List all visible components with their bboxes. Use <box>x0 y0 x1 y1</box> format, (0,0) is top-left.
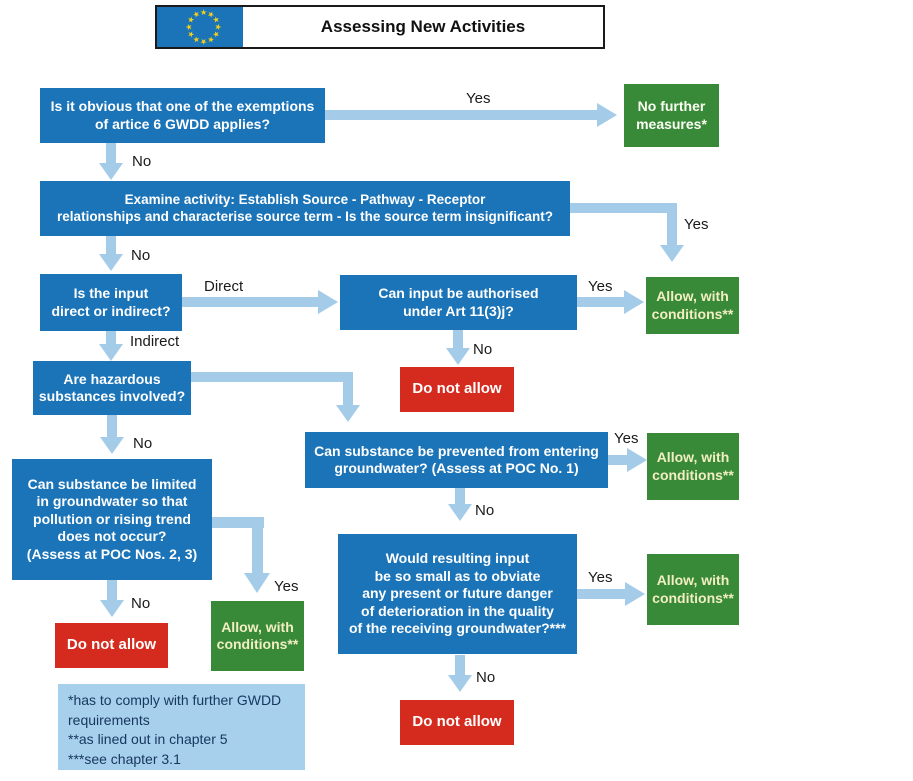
node-resulting-input-small: Would resulting input be so small as to … <box>338 534 577 654</box>
outcome-allow-conditions-1: Allow, with conditions** <box>646 277 739 334</box>
edge-label-no: No <box>131 247 151 264</box>
eu-flag-icon: ★ ★ ★ ★ ★ ★ ★ ★ ★ ★ ★ ★ <box>157 7 243 47</box>
arrow-q6-no <box>455 488 465 504</box>
outcome-do-not-allow-2: Do not allow <box>55 623 168 668</box>
node-prevented-poc1: Can substance be prevented from entering… <box>305 432 608 488</box>
outcome-no-further-measures: No further measures* <box>624 84 719 147</box>
arrowhead-right-icon <box>624 290 644 314</box>
arrow-q3-direct <box>182 297 318 307</box>
arrow-q7-no <box>107 580 117 600</box>
arrow-q8-yes <box>577 589 625 599</box>
outcome-allow-conditions-4: Allow, with conditions** <box>647 554 739 625</box>
arrowhead-down-icon <box>244 573 270 593</box>
node-direct-or-indirect: Is the input direct or indirect? <box>40 274 182 331</box>
flag-star-icon: ★ <box>185 28 197 40</box>
arrowhead-down-icon <box>660 245 684 262</box>
arrowhead-down-icon <box>448 675 472 692</box>
node-exemptions-question: Is it obvious that one of the exemptions… <box>40 88 325 143</box>
outcome-allow-conditions-3: Allow, with conditions** <box>211 601 304 671</box>
arrow-q5-yes <box>191 372 353 382</box>
flag-star-icon: ★ <box>190 33 202 46</box>
arrow-q5-no <box>107 415 117 437</box>
arrow-q7-yes <box>252 517 263 573</box>
flag-star-icon: ★ <box>210 28 222 40</box>
arrowhead-down-icon <box>446 348 470 365</box>
arrowhead-down-icon <box>336 405 360 422</box>
arrow-q6-yes <box>608 455 627 465</box>
arrowhead-right-icon <box>625 582 645 606</box>
flag-star-icon: ★ <box>210 14 222 26</box>
title-bar: ★ ★ ★ ★ ★ ★ ★ ★ ★ ★ ★ ★ Assessing New Ac… <box>155 5 605 49</box>
arrowhead-right-icon <box>597 103 617 127</box>
edge-label-no: No <box>473 341 493 358</box>
arrow-q7-yes <box>212 517 264 528</box>
edge-label-yes: Yes <box>588 278 613 295</box>
node-examine-activity: Examine activity: Establish Source - Pat… <box>40 181 570 236</box>
outcome-do-not-allow-1: Do not allow <box>400 367 514 412</box>
arrow-q3-indirect <box>106 331 116 344</box>
edge-label-yes: Yes <box>274 578 299 595</box>
node-authorised-art11: Can input be authorised under Art 11(3)j… <box>340 275 577 330</box>
page-title: Assessing New Activities <box>320 17 526 36</box>
edge-label-indirect: Indirect <box>130 333 180 350</box>
arrow-q1-yes <box>325 110 597 120</box>
edge-label-no: No <box>475 502 495 519</box>
edge-label-yes: Yes <box>466 90 491 107</box>
arrow-q8-no <box>455 655 465 675</box>
node-limited-poc23: Can substance be limited in groundwater … <box>12 459 212 580</box>
edge-label-direct: Direct <box>204 278 244 295</box>
footnote-box: *has to comply with further GWDD require… <box>58 684 305 770</box>
node-hazardous-substances: Are hazardous substances involved? <box>33 361 191 415</box>
edge-label-no: No <box>476 669 496 686</box>
arrowhead-right-icon <box>627 448 647 472</box>
arrowhead-down-icon <box>99 254 123 271</box>
outcome-allow-conditions-2: Allow, with conditions** <box>647 433 739 500</box>
arrow-q4-yes <box>577 297 624 307</box>
arrow-q2-no <box>106 236 116 254</box>
arrow-q2-yes <box>667 203 677 245</box>
arrowhead-down-icon <box>100 437 124 454</box>
flag-star-icon: ★ <box>205 33 217 46</box>
arrow-q4-no <box>453 330 463 348</box>
edge-label-yes: Yes <box>614 430 639 447</box>
arrow-q5-yes <box>343 372 353 405</box>
outcome-do-not-allow-3: Do not allow <box>400 700 514 745</box>
arrowhead-down-icon <box>448 504 472 521</box>
arrow-q2-yes <box>570 203 677 213</box>
edge-label-no: No <box>132 153 152 170</box>
arrowhead-right-icon <box>318 290 338 314</box>
edge-label-no: No <box>131 595 151 612</box>
edge-label-yes: Yes <box>588 569 613 586</box>
arrowhead-down-icon <box>99 344 123 361</box>
arrowhead-down-icon <box>100 600 124 617</box>
edge-label-yes: Yes <box>684 216 709 233</box>
edge-label-no: No <box>133 435 153 452</box>
flag-star-icon: ★ <box>190 8 202 21</box>
flag-star-icon: ★ <box>185 14 197 26</box>
arrowhead-down-icon <box>99 163 123 180</box>
arrow-q1-no <box>106 143 116 163</box>
